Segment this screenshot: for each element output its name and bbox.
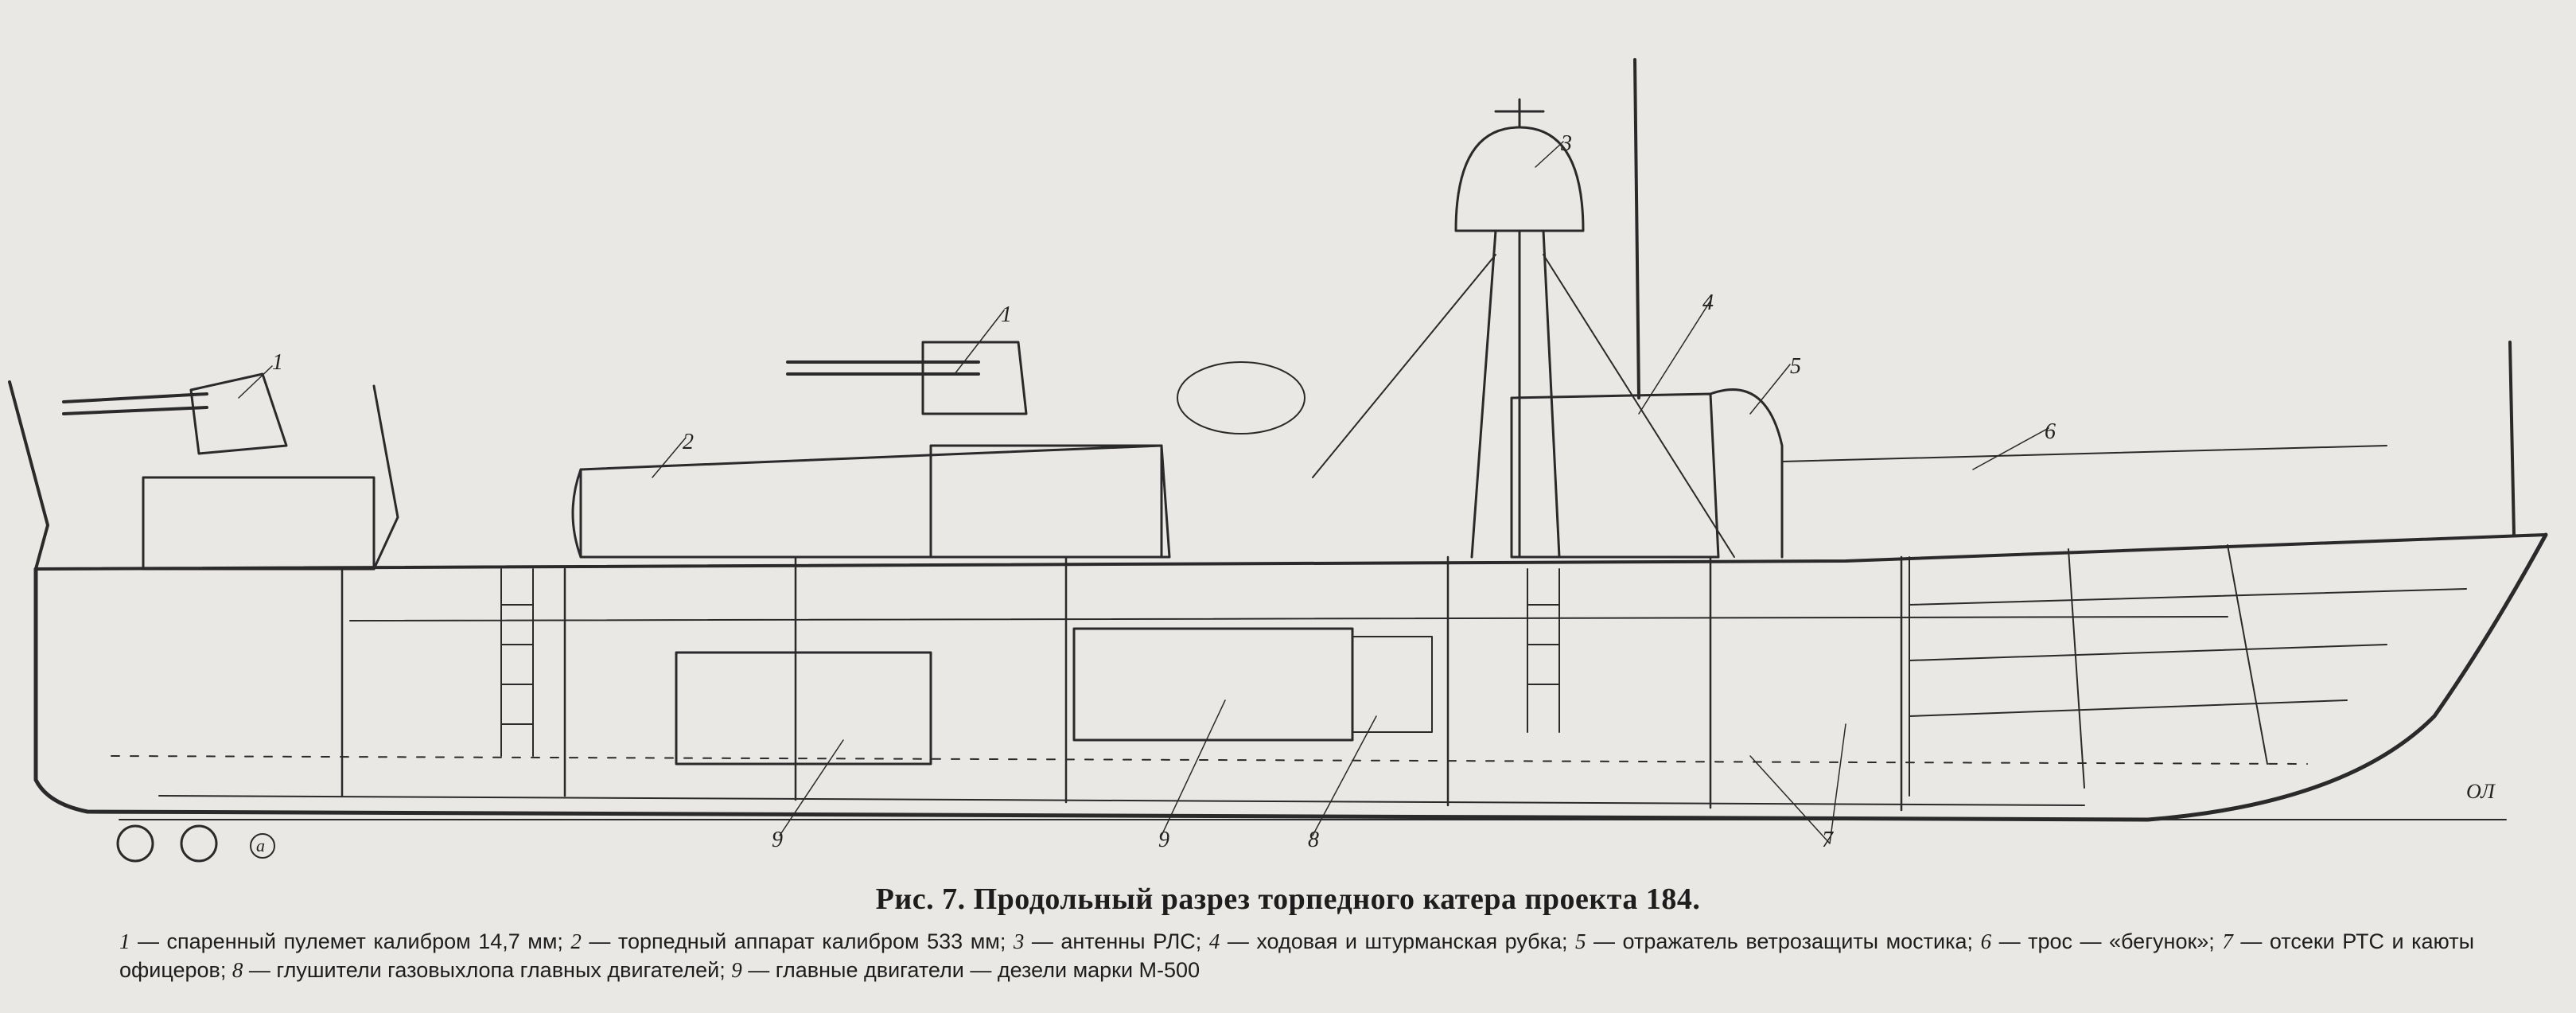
frame-line [111, 755, 2308, 765]
main-engine-aft [675, 651, 932, 766]
callout-7-compartments: 7 [1822, 828, 1833, 852]
stern-gun-barrels [62, 392, 208, 415]
legend-item-3: 3 — антенны РЛС; [1013, 929, 1209, 953]
radar-top [1494, 98, 1545, 129]
callout-6-runner-cable: 6 [2045, 419, 2056, 444]
legend-item-7: 7 — отсеки РТС и каюты офицеров; [119, 929, 2474, 982]
legend-item-5: 5 — отражатель ветрозащиты мостика; [1575, 929, 1981, 953]
callout-2-torpedo-tube: 2 [683, 430, 694, 454]
hull-outline [33, 532, 2548, 822]
stern-rake [8, 380, 49, 571]
deck-line [34, 533, 2547, 571]
legend-item-1: 1 — спаренный пулемет калибром 14,7 мм; [119, 929, 571, 953]
forward-compartment [1909, 544, 2268, 797]
callout-1-bridge-gun: 1 [1001, 302, 1012, 327]
figure-caption-title: Рис. 7. Продольный разрез торпедного кат… [875, 882, 1701, 916]
callout-9-engine-fwd: 9 [1158, 828, 1169, 852]
legend-item-4: 4 — ходовая и штурманская рубка; [1208, 929, 1576, 953]
inner-deck [349, 616, 2228, 621]
ladder-aft [500, 568, 534, 757]
bridge-gun-barrels [786, 360, 980, 376]
mast-rigging [1312, 254, 1735, 558]
runner-cable [1781, 445, 2387, 462]
torpedo-tube-end [571, 468, 582, 559]
bow-staff [2508, 341, 2516, 536]
bulkheads [340, 555, 1903, 812]
stern-gun-mount [189, 372, 288, 455]
forward-superstructure [929, 444, 1163, 559]
callout-5-windscreen: 5 [1790, 354, 1801, 379]
callout-1-stern-gun: 1 [272, 350, 283, 375]
propeller-1 [116, 824, 154, 863]
ladder-fwd [1527, 568, 1560, 733]
aerial-reflector [1177, 361, 1306, 434]
legend-item-6: 6 — трос — «бегунок»; [1980, 929, 2223, 953]
stern-rail [372, 384, 399, 571]
legend-item-8: 8 — глушители газовыхлопа главных двигат… [232, 958, 732, 982]
legend-item-2: 2 — торпедный аппарат калибром 533 мм; [570, 929, 1014, 953]
callout-3-radar: 3 [1561, 131, 1572, 156]
propeller-2 [180, 824, 218, 863]
circle-label: а [256, 836, 265, 855]
circle-marker [250, 833, 275, 859]
mast [1470, 229, 1561, 559]
callout-4-wheelhouse: 4 [1702, 290, 1714, 315]
tall-aerial [1633, 58, 1640, 399]
ship-cross-section-drawing: ОЛ а [8, 58, 2548, 863]
bridge-gun-mount [921, 341, 1028, 415]
bridge-windscreen [1709, 388, 1784, 559]
callout-8-silencers: 8 [1308, 828, 1319, 852]
legend-item-9: 9 — главные двигатели — дезели марки М-5… [731, 958, 1200, 982]
exhaust-silencer [1352, 636, 1433, 733]
callout-leaders [238, 141, 2049, 844]
main-engine-fwd [1072, 627, 1354, 742]
figure-legend: 1 — спаренный пулемет калибром 14,7 мм; … [119, 927, 2474, 984]
baseline-label: ОЛ [2466, 780, 2496, 803]
callout-9-engine-aft: 9 [772, 828, 783, 852]
keel-line [158, 795, 2085, 806]
wheelhouse [1510, 392, 1720, 559]
torpedo-tube [579, 444, 1171, 559]
forward-compartment-lines [1909, 588, 2467, 717]
stern-deckhouse [142, 476, 376, 571]
